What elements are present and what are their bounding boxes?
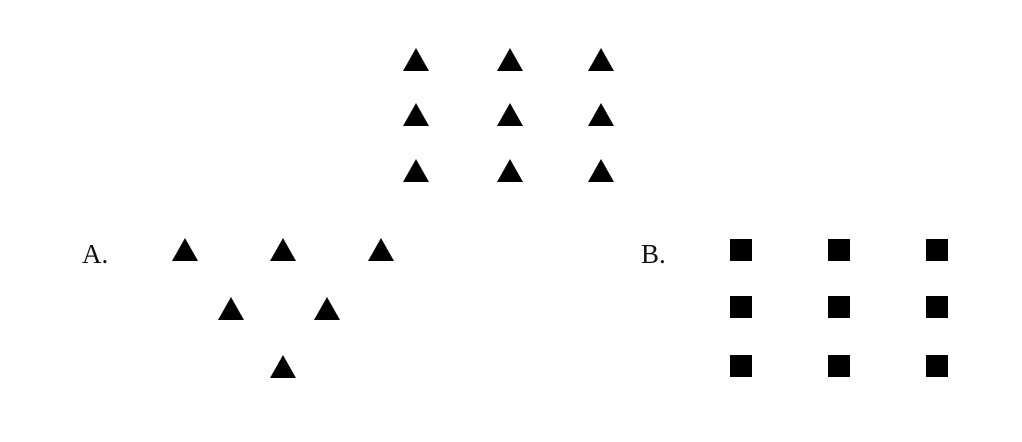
option-b-square-3-3 [926, 355, 948, 377]
reference-triangle-2-3 [588, 103, 614, 126]
reference-triangle-1-3 [588, 48, 614, 71]
reference-triangle-grid [403, 48, 614, 182]
option-b-square-grid [730, 239, 948, 377]
option-a-triangle-1-1 [172, 238, 198, 261]
option-b-square-2-2 [828, 296, 850, 318]
option-a-triangle-2-1 [218, 297, 244, 320]
reference-triangle-3-1 [403, 159, 429, 182]
reference-triangle-3-3 [588, 159, 614, 182]
option-a-triangle-2-2 [314, 297, 340, 320]
option-b-square-2-1 [730, 296, 752, 318]
option-b-square-1-1 [730, 239, 752, 261]
option-a-triangle-3-1 [270, 355, 296, 378]
option-b-square-2-3 [926, 296, 948, 318]
option-a-label: A. [82, 239, 108, 269]
reference-triangle-1-1 [403, 48, 429, 71]
option-b-label: B. [641, 239, 666, 269]
option-a: A. [82, 238, 394, 378]
option-b-square-3-2 [828, 355, 850, 377]
option-b-square-1-3 [926, 239, 948, 261]
reference-triangle-1-2 [497, 48, 523, 71]
option-a-triangle-1-3 [368, 238, 394, 261]
reference-triangle-2-2 [497, 103, 523, 126]
option-a-triangle-1-2 [270, 238, 296, 261]
option-b-square-1-2 [828, 239, 850, 261]
option-b-square-3-1 [730, 355, 752, 377]
option-b: B. [641, 239, 948, 377]
reference-triangle-2-1 [403, 103, 429, 126]
option-a-triangle-pyramid [172, 238, 394, 378]
reference-triangle-3-2 [497, 159, 523, 182]
